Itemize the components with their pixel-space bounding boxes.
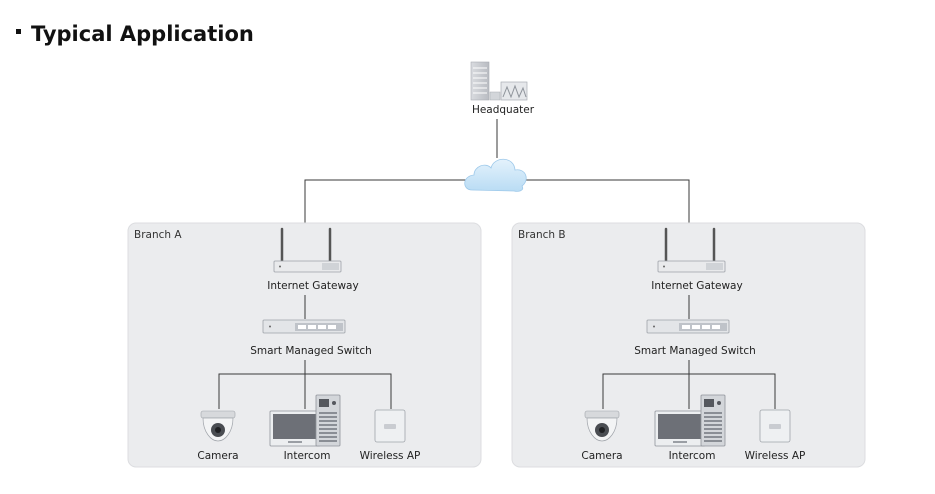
branch-b-panel: Branch B Internet Gateway Smart Managed …: [511, 222, 866, 468]
camera-icon: [584, 410, 620, 442]
branch-a-switch-label: Smart Managed Switch: [250, 345, 372, 357]
branch-b-gateway-label: Internet Gateway: [651, 280, 742, 292]
link-cloud-branch-b: [525, 179, 690, 229]
wireless-ap-icon: [374, 409, 406, 443]
branch-a-gateway-label: Internet Gateway: [267, 280, 358, 292]
branch-a-panel: Branch A Internet Gateway Smart Managed …: [127, 222, 482, 468]
branch-b-device-ap-label: Wireless AP: [745, 450, 806, 462]
branch-b-label: Branch B: [518, 229, 566, 241]
branch-a-device-intercom-label: Intercom: [284, 450, 331, 462]
router-icon: [657, 227, 726, 273]
switch-icon: [262, 319, 346, 334]
wireless-ap-icon: [759, 409, 791, 443]
camera-icon: [200, 410, 236, 442]
router-icon: [273, 227, 342, 273]
branch-a-device-camera-label: Camera: [197, 450, 238, 462]
intercom-icon: [269, 394, 341, 447]
branch-a-label: Branch A: [134, 229, 182, 241]
link-cloud-branch-a: [304, 179, 470, 229]
headquarter-node: Headquater: [470, 61, 535, 116]
bullet-icon: [16, 28, 21, 34]
headquarter-label: Headquater: [472, 104, 535, 116]
branch-b-device-intercom-label: Intercom: [669, 450, 716, 462]
switch-icon: [646, 319, 730, 334]
branch-b-switch-label: Smart Managed Switch: [634, 345, 756, 357]
branch-b-device-camera-label: Camera: [581, 450, 622, 462]
cloud-icon: [464, 158, 527, 192]
building-icon: [470, 61, 528, 101]
page-title: Typical Application: [16, 22, 254, 46]
page-title-text: Typical Application: [31, 22, 254, 46]
branch-a-device-ap-label: Wireless AP: [360, 450, 421, 462]
intercom-icon: [654, 394, 726, 447]
